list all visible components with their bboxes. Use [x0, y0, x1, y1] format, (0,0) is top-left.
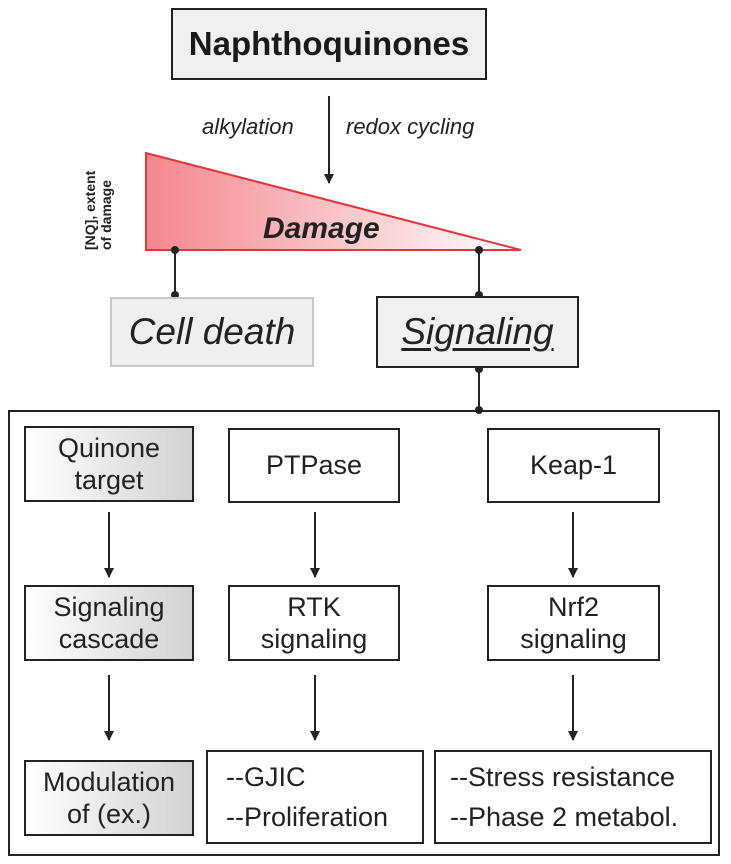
damage-axis-label: [NQ], extent of damage [82, 150, 114, 250]
nrf2-effect-item: --Phase 2 metabol. [450, 802, 679, 832]
keap1-box: Keap-1 [487, 428, 660, 503]
dot-death-top [171, 246, 179, 254]
quinone-target-box: Quinone target [24, 426, 194, 502]
modulation-line2: of (ex.) [66, 799, 152, 829]
nrf2-line2: signaling [520, 624, 627, 654]
rtk-signaling-box: RTK signaling [228, 585, 400, 661]
nrf2-effect-item: --Stress resistance [450, 761, 676, 792]
modulation-box: Modulation of (ex.) [24, 760, 194, 836]
keap1-text: Keap-1 [529, 450, 618, 481]
quinone-target-line2: target [74, 465, 144, 495]
damage-label: Damage [263, 212, 380, 245]
nrf2-effects-box: --Stress resistance --Phase 2 metabol. [434, 750, 712, 844]
signaling-box: Signaling [376, 296, 579, 368]
title-text: Naphthoquinones [188, 25, 470, 63]
damage-triangle [145, 151, 522, 251]
title-naphthoquinones: Naphthoquinones [171, 8, 487, 80]
rtk-effects-box: --GJIC --Proliferation [206, 750, 424, 844]
ptpase-box: PTPase [228, 428, 400, 503]
ptpase-text: PTPase [265, 450, 363, 481]
axis-label-line2: of damage [98, 179, 115, 250]
rtk-effect-item: --GJIC [226, 761, 306, 792]
nrf2-line1: Nrf2 [547, 591, 599, 622]
signaling-cascade-line2: cascade [58, 624, 160, 654]
cell-death-text: Cell death [128, 310, 296, 352]
quinone-target-line1: Quinone [57, 432, 161, 463]
signaling-cascade-line1: Signaling [53, 591, 165, 622]
signaling-panel [8, 410, 720, 856]
modulation-line1: Modulation [42, 766, 176, 797]
label-alkylation: alkylation [202, 114, 294, 139]
cell-death-box: Cell death [110, 297, 314, 367]
signaling-cascade-box: Signaling cascade [24, 585, 194, 661]
nrf2-signaling-box: Nrf2 signaling [487, 585, 660, 661]
rtk-line2: signaling [260, 624, 368, 654]
axis-label-line1: [NQ], extent [82, 170, 98, 250]
signaling-text: Signaling [401, 310, 554, 352]
label-redox-cycling: redox cycling [346, 114, 475, 139]
rtk-line1: RTK [287, 591, 341, 622]
rtk-effect-item: --Proliferation [226, 802, 389, 832]
dot-signaling-top [475, 246, 483, 254]
